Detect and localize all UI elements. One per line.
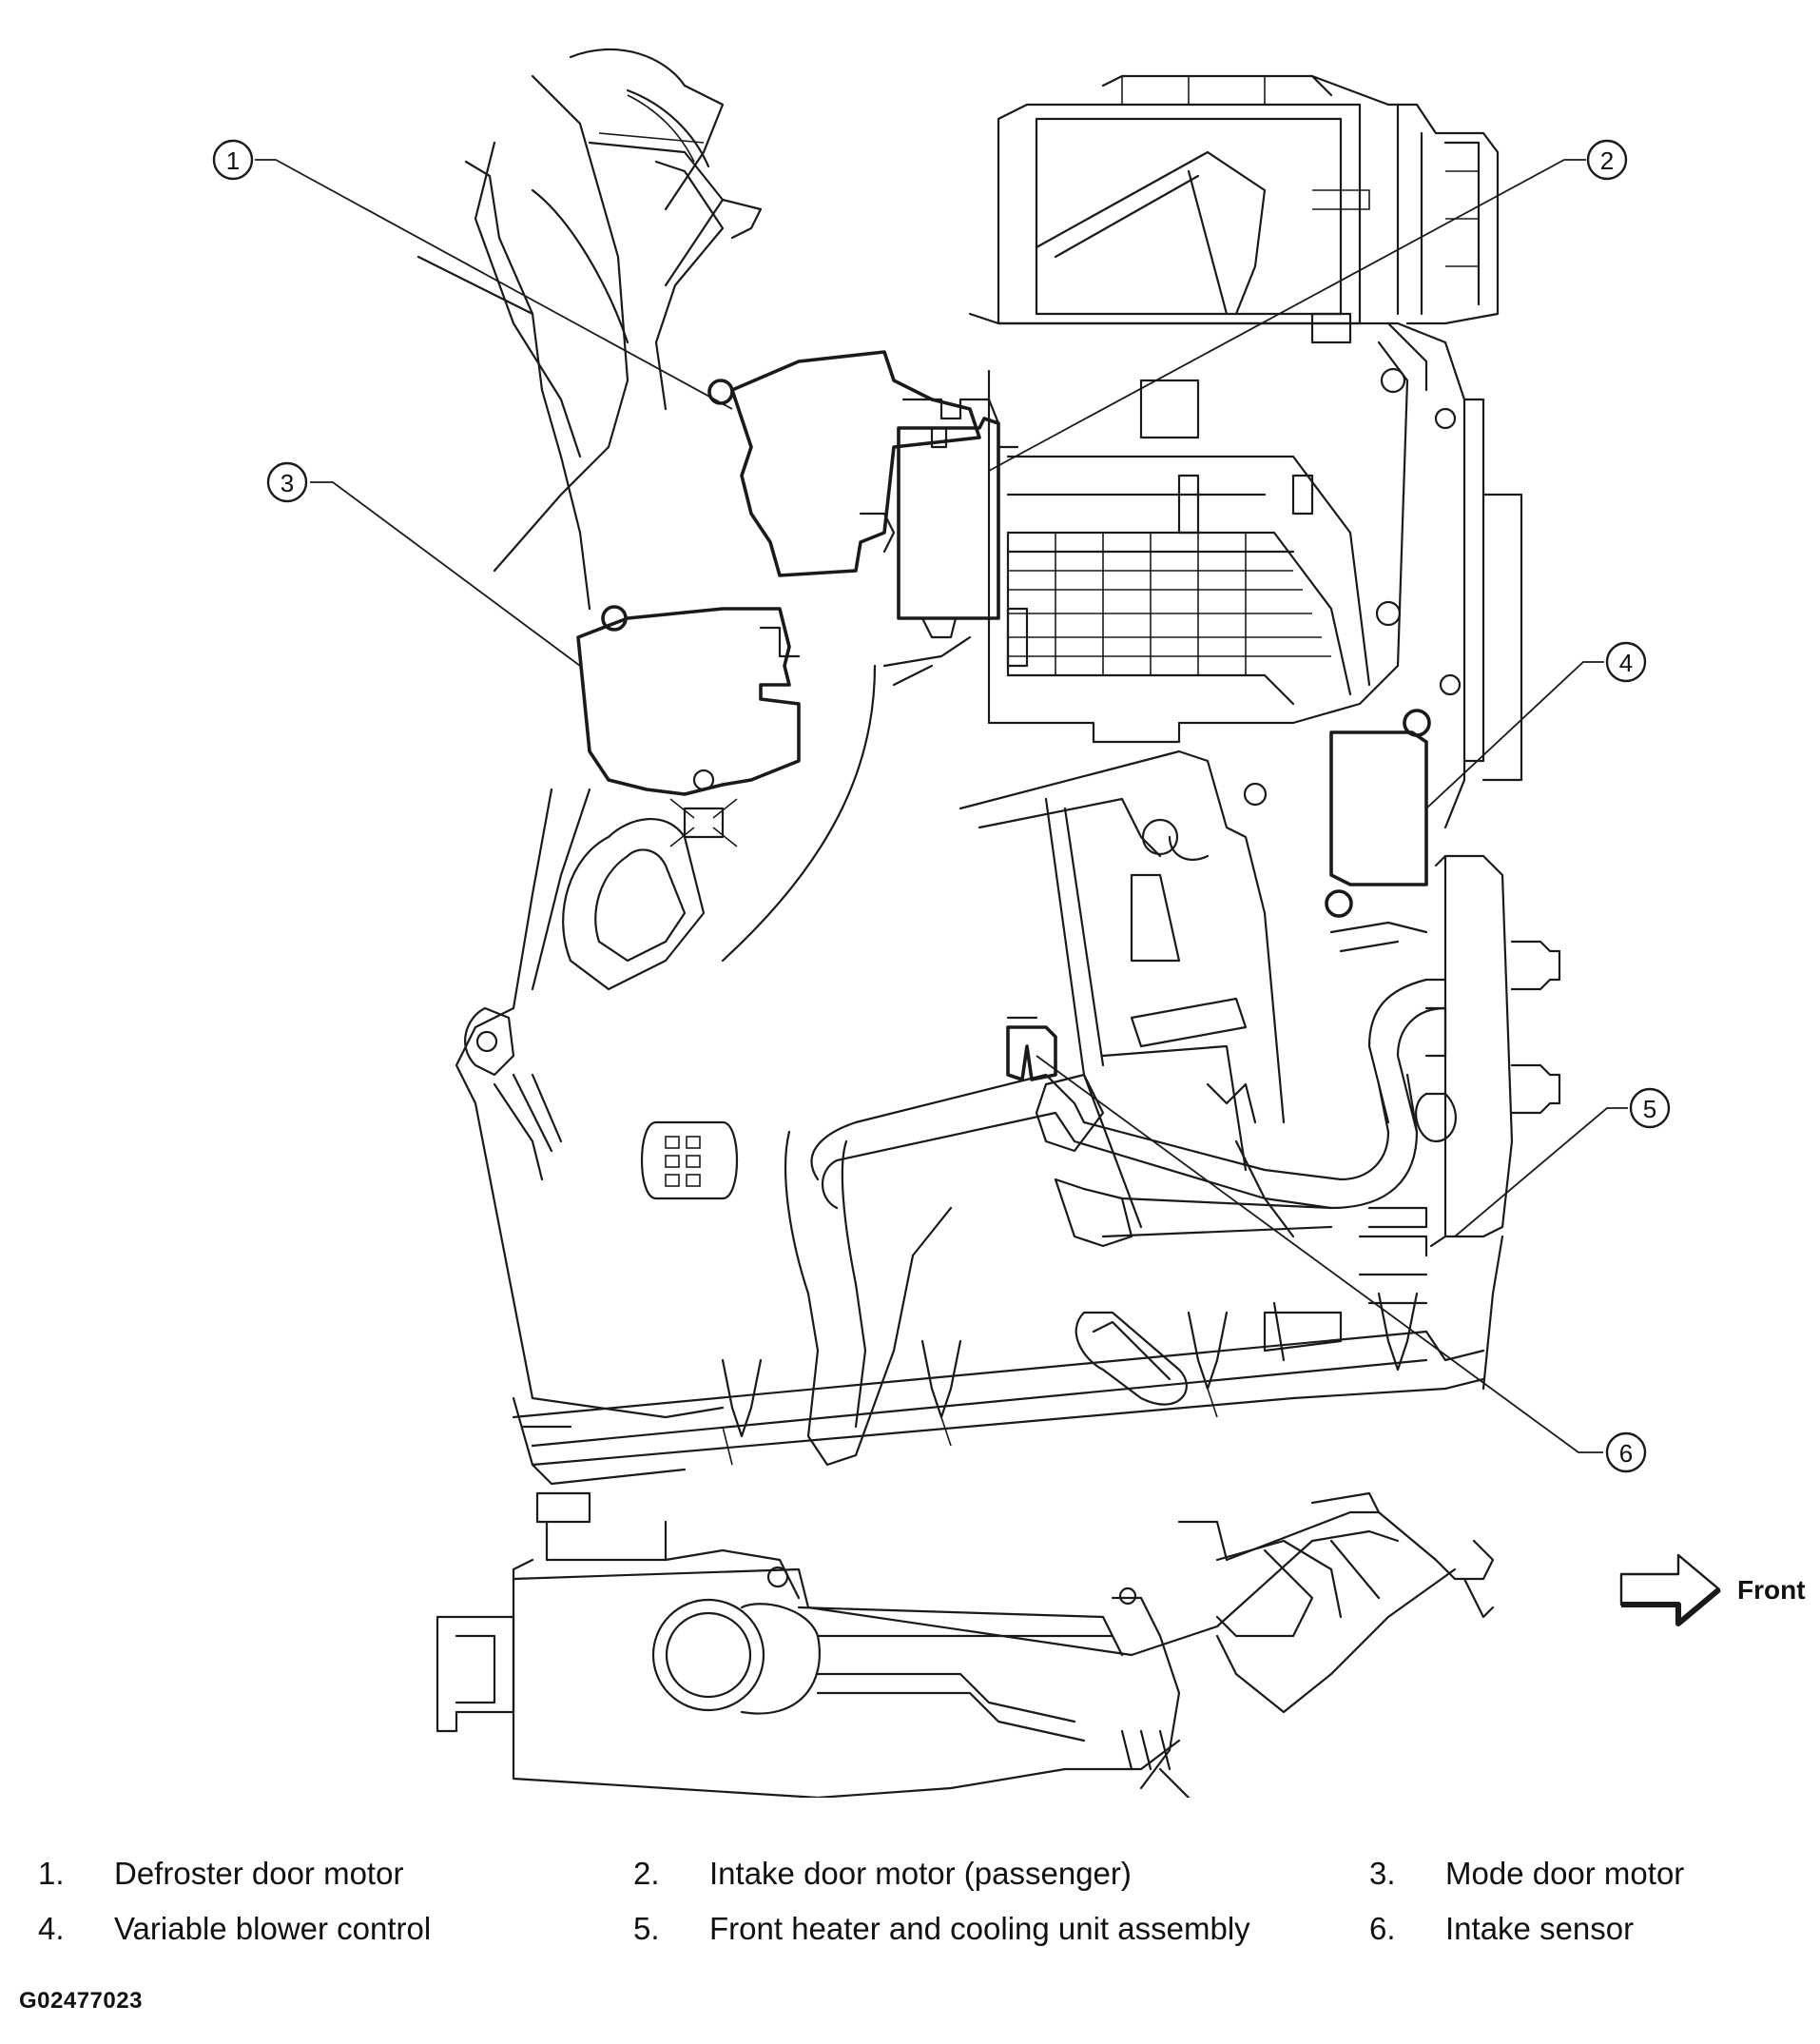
legend-label: Intake door motor (passenger) <box>709 1856 1132 1891</box>
legend-number: 4. <box>38 1911 65 1946</box>
legend-label: Defroster door motor <box>114 1856 404 1891</box>
figure-id: G02477023 <box>19 1988 143 2014</box>
leader-4 <box>1425 661 1604 809</box>
evaporator-housing <box>968 312 1523 856</box>
defroster-door-motor <box>707 350 981 577</box>
legend-label: Mode door motor <box>1445 1856 1685 1891</box>
callout-1: 1 <box>212 139 254 181</box>
front-arrow-icon <box>1619 1553 1721 1625</box>
legend-number: 2. <box>633 1856 660 1891</box>
defroster-duct <box>416 48 763 611</box>
legend-row-1: 1. Defroster door motor 2. Intake door m… <box>0 1853 1820 1895</box>
hvac-unit-diagram: 1 2 3 4 5 6 Front <box>212 48 1806 1798</box>
bottom-duct-assembly <box>436 1491 1495 1798</box>
front-direction-indicator: Front <box>1619 1553 1806 1626</box>
callout-6-number: 6 <box>1619 1439 1633 1468</box>
legend-label: Intake sensor <box>1445 1911 1635 1946</box>
pipe-connector-block <box>1358 854 1561 1391</box>
lower-frame-rail <box>512 1292 1485 1486</box>
legend-number: 3. <box>1369 1856 1396 1891</box>
legend-number: 5. <box>633 1911 660 1946</box>
legend-label: Variable blower control <box>114 1911 432 1946</box>
legend-label: Front heater and cooling unit assembly <box>709 1911 1250 1946</box>
legend-row-2: 4. Variable blower control 5. Front heat… <box>0 1908 1820 1950</box>
leader-3 <box>310 481 581 667</box>
leader-2 <box>988 159 1586 472</box>
intake-housing <box>997 74 1500 325</box>
leader-1 <box>255 159 733 410</box>
intake-sensor <box>1006 1016 1057 1081</box>
callout-6: 6 <box>1605 1431 1647 1473</box>
variable-blower-control <box>1325 709 1431 918</box>
legend-number: 6. <box>1369 1911 1396 1946</box>
callout-3: 3 <box>266 461 308 503</box>
callout-2: 2 <box>1586 139 1628 181</box>
intake-door-motor <box>897 398 1019 639</box>
front-label: Front <box>1737 1575 1806 1605</box>
callout-5: 5 <box>1629 1087 1671 1129</box>
callout-5-number: 5 <box>1643 1095 1656 1123</box>
legend-number: 1. <box>38 1856 65 1891</box>
leader-5 <box>1454 1107 1628 1237</box>
callout-4: 4 <box>1605 641 1647 683</box>
heater-housing-body <box>455 635 1428 1419</box>
mode-door-motor <box>576 605 801 847</box>
callout-3-number: 3 <box>281 469 294 497</box>
callout-2-number: 2 <box>1600 146 1614 175</box>
callout-1-number: 1 <box>226 146 240 175</box>
coolant-hoses <box>784 978 1447 1467</box>
leader-lines <box>255 159 1628 1453</box>
callout-4-number: 4 <box>1619 649 1633 677</box>
left-bracket <box>464 1006 738 1200</box>
leader-6 <box>1036 1055 1603 1453</box>
